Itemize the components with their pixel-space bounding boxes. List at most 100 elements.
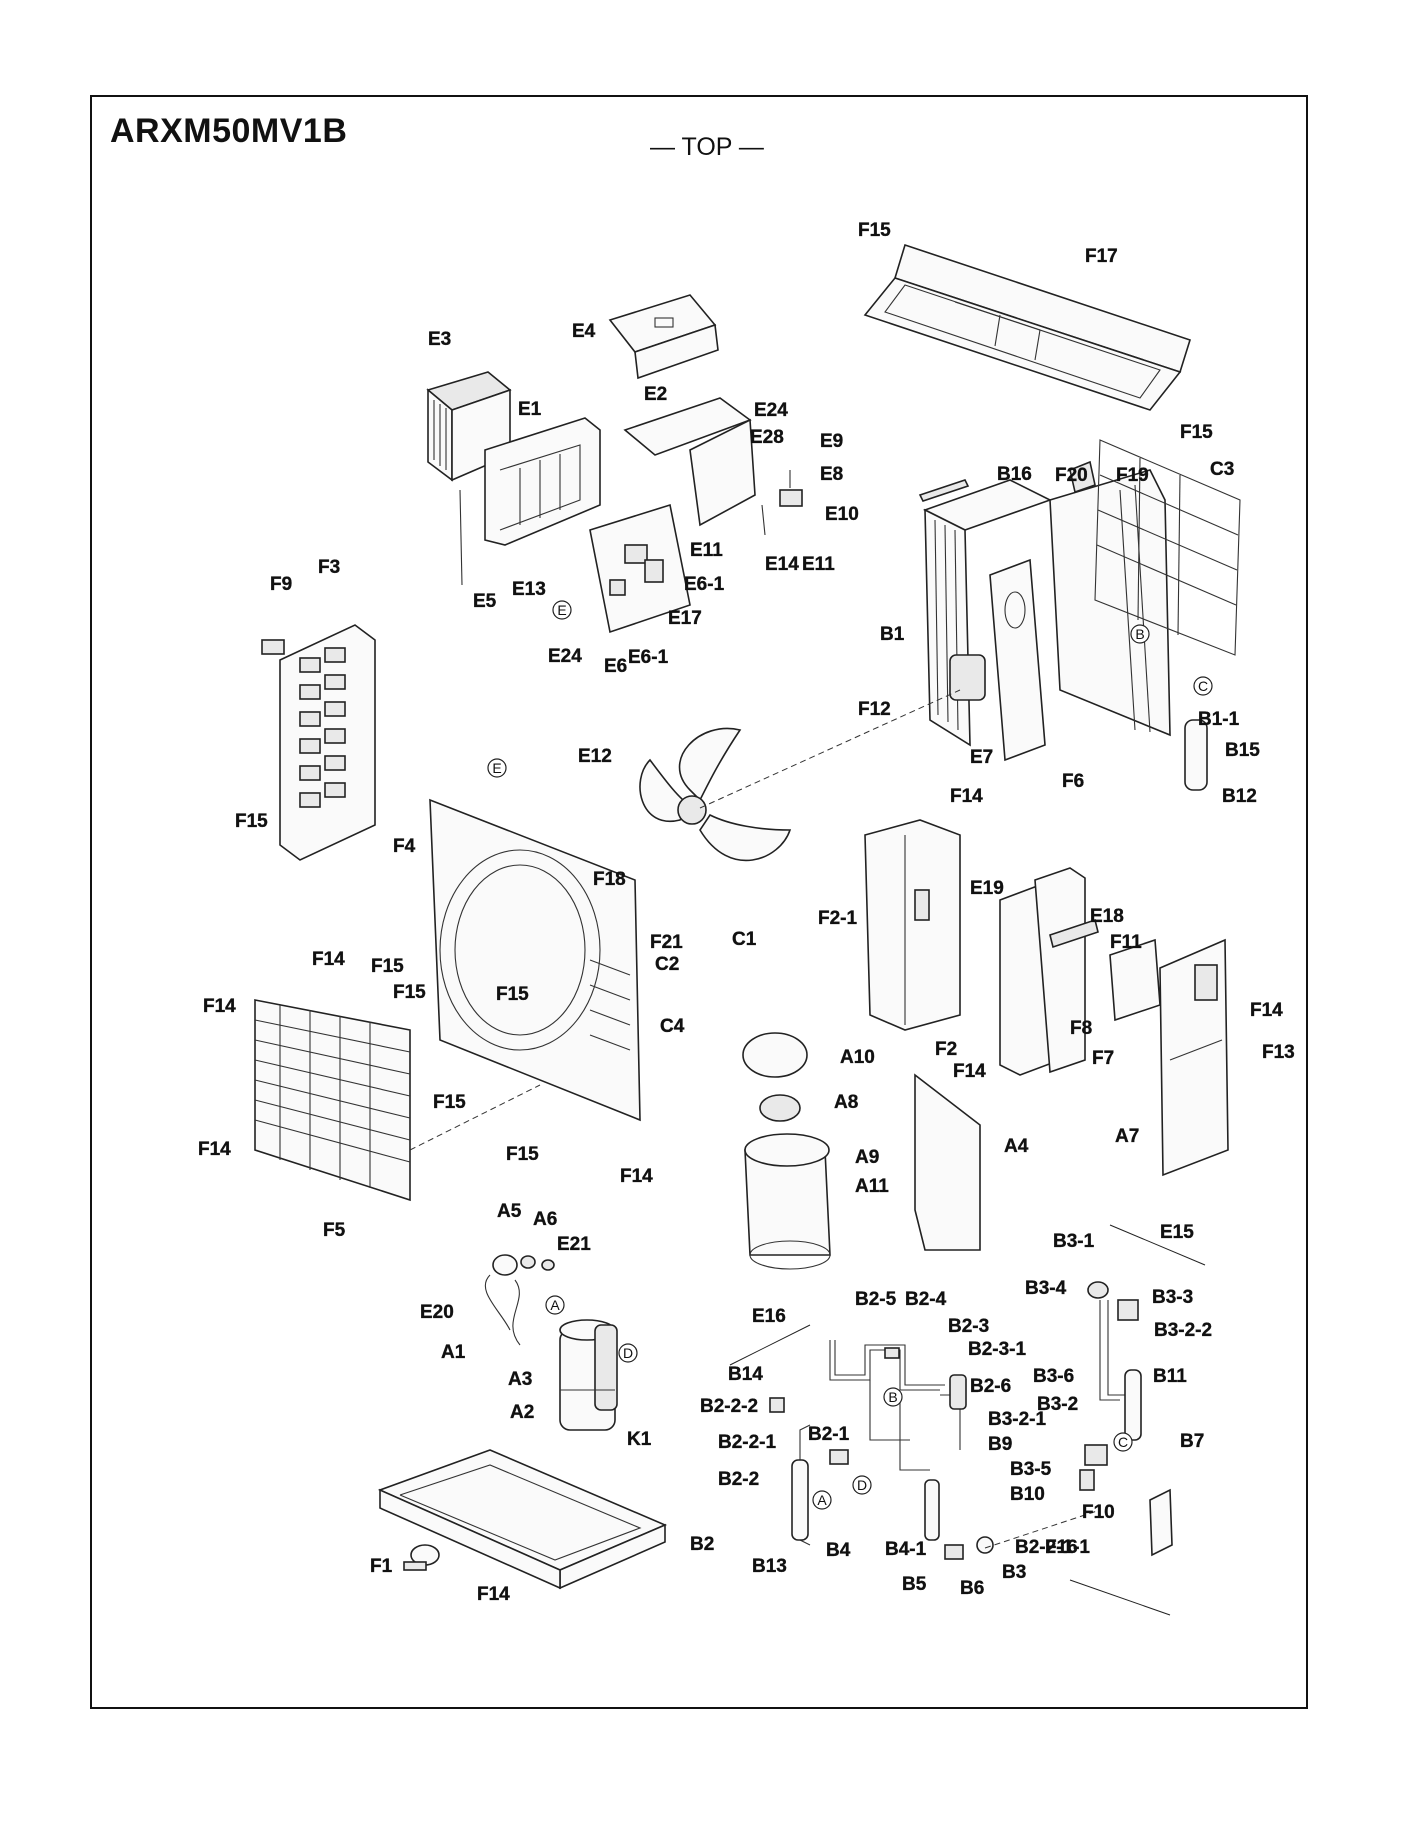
orientation-label: — TOP —	[650, 133, 764, 161]
part-label: B2-2-1	[718, 1432, 777, 1453]
part-label: A10	[840, 1047, 875, 1068]
part-label: A6	[533, 1209, 557, 1230]
part-label: E8	[820, 464, 843, 485]
marker-letter: C	[1118, 1434, 1128, 1450]
part-label: K1	[627, 1429, 652, 1450]
part-label: B3-2-2	[1154, 1320, 1212, 1341]
part-label: F19	[1116, 465, 1149, 486]
marker-letter: E	[557, 602, 566, 618]
part-label: E15	[1160, 1222, 1194, 1243]
part-label: E19	[970, 878, 1004, 899]
refrigerant-piping-part	[769, 1281, 1173, 1560]
part-label: B5	[902, 1574, 927, 1595]
part-label: F6	[1062, 771, 1084, 792]
bottom-frame-part	[377, 1449, 668, 1590]
part-label: B9	[988, 1434, 1012, 1455]
part-label: E7	[970, 747, 993, 768]
part-label: E24	[548, 646, 582, 667]
part-label: F15	[433, 1092, 466, 1113]
part-label: F3	[318, 557, 340, 578]
part-label: B3-4	[1025, 1278, 1067, 1299]
part-label: F15	[393, 982, 426, 1003]
marker-letter: A	[550, 1297, 560, 1313]
part-label: C4	[660, 1016, 685, 1037]
part-label: C2	[655, 954, 679, 975]
part-label: E24	[754, 400, 788, 421]
part-label: B2	[690, 1534, 714, 1555]
part-label: B16	[997, 464, 1032, 485]
part-label: E18	[1090, 906, 1124, 927]
part-label: A5	[497, 1201, 522, 1222]
part-label: B3	[1002, 1562, 1026, 1583]
part-label: B2-5	[855, 1289, 897, 1310]
model-title: ARXM50MV1B	[110, 112, 348, 150]
part-label: F15	[496, 984, 529, 1005]
part-label: F5	[323, 1220, 346, 1241]
part-label: E14	[765, 554, 799, 575]
part-label: E11	[690, 540, 723, 561]
part-label: E6-1	[684, 574, 725, 595]
part-label: F14	[953, 1061, 986, 1082]
part-label: A3	[508, 1369, 532, 1390]
part-label: B3-6	[1033, 1366, 1074, 1387]
side-panel-part	[261, 624, 376, 861]
reference-markers: E E A D B C B C D A	[487, 600, 1213, 1510]
part-label: F14	[198, 1139, 231, 1160]
part-label: B1-1	[1198, 709, 1240, 730]
part-label: F9	[270, 574, 292, 595]
marker-letter: D	[857, 1477, 867, 1493]
part-label: A2	[510, 1402, 534, 1423]
part-label: E21	[557, 1234, 591, 1255]
part-label: F11	[1110, 932, 1142, 953]
marker-letter: D	[623, 1345, 633, 1361]
part-label: F1	[370, 1556, 393, 1577]
part-label: E13	[512, 579, 546, 600]
part-label: B12	[1222, 786, 1257, 807]
part-label: B2-3	[948, 1316, 989, 1337]
part-label: A7	[1115, 1126, 1139, 1147]
part-label: F18	[593, 869, 626, 890]
part-label: A8	[834, 1092, 858, 1113]
part-label: F7	[1092, 1048, 1114, 1069]
part-label: B3-1	[1053, 1231, 1095, 1252]
marker-letter: B	[888, 1389, 897, 1405]
part-label: B2-4	[905, 1289, 947, 1310]
part-label: B2-2-2	[700, 1396, 758, 1417]
part-label: B11	[1153, 1366, 1187, 1387]
part-label: B4	[826, 1540, 851, 1561]
part-label: F4	[393, 836, 416, 857]
heat-exchanger-part	[918, 439, 1241, 791]
part-label: A1	[441, 1342, 466, 1363]
part-label: F10	[1082, 1502, 1115, 1523]
part-label: B13	[752, 1556, 787, 1577]
part-label: E1	[518, 399, 542, 420]
part-label: F17	[1085, 246, 1118, 267]
marker-letter: E	[492, 760, 501, 776]
part-label: B3-3	[1152, 1287, 1193, 1308]
part-label: F15	[1180, 422, 1213, 443]
part-label: E10	[825, 504, 859, 525]
part-label: B2-2-1-1	[1015, 1537, 1090, 1558]
top-panel-part	[863, 243, 1191, 411]
part-label: B7	[1180, 1431, 1204, 1452]
part-label: B14	[728, 1364, 763, 1385]
part-label: B2-6	[970, 1376, 1011, 1397]
part-label: B15	[1225, 740, 1260, 761]
part-label: F14	[950, 786, 983, 807]
part-label: F21	[650, 932, 683, 953]
part-label: F13	[1262, 1042, 1295, 1063]
switch-box-part	[426, 294, 803, 634]
part-label: F14	[1250, 1000, 1283, 1021]
part-label: E5	[473, 591, 497, 612]
part-label: F14	[312, 949, 345, 970]
part-label: E12	[578, 746, 612, 767]
part-label: E20	[420, 1302, 454, 1323]
marker-letter: B	[1135, 626, 1144, 642]
part-label: B2-2	[718, 1469, 759, 1490]
part-label: B3-5	[1010, 1459, 1052, 1480]
part-label: E6	[604, 656, 627, 677]
part-label: F2-1	[818, 908, 858, 929]
part-label: F2	[935, 1039, 957, 1060]
part-label: F15	[371, 956, 404, 977]
